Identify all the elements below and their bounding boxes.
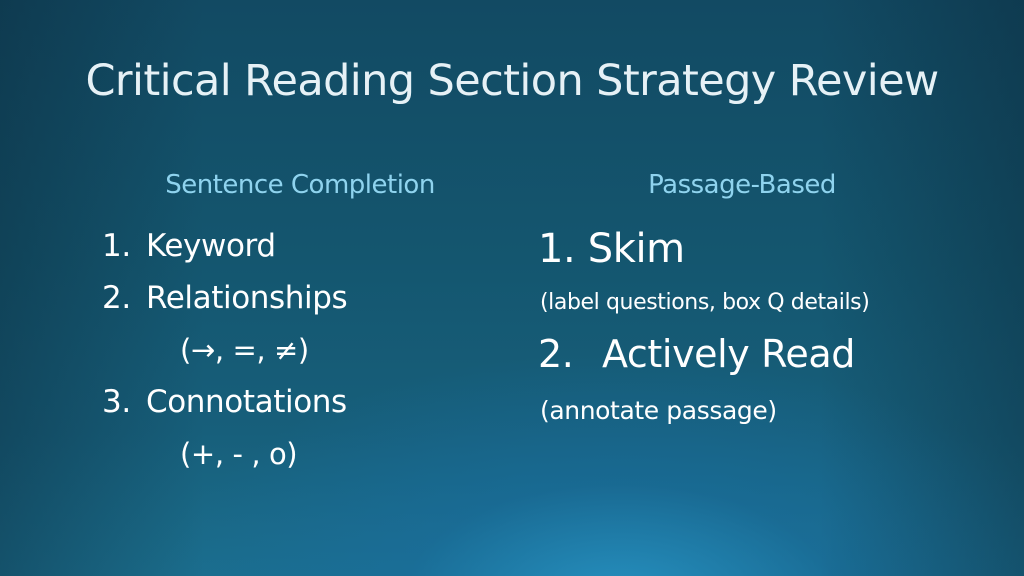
skim-detail: (label questions, box Q details)	[540, 290, 870, 315]
list-item-actively-read: 2. Actively Read	[538, 332, 855, 376]
list-item-text: Connotations	[146, 384, 347, 420]
list-item-number: 2.	[538, 332, 574, 376]
connotations-symbols: (+, - , o)	[180, 437, 298, 471]
list-item-text: Relationships	[146, 280, 348, 316]
list-item-skim: 1. Skim	[538, 226, 685, 272]
list-item-number: 1.	[102, 228, 131, 264]
list-item-number: 1.	[538, 226, 576, 272]
list-item-number: 3.	[102, 384, 131, 420]
actively-read-detail: (annotate passage)	[540, 396, 777, 425]
list-item-keyword: 1. Keyword	[102, 228, 276, 264]
relationships-symbols: (→, =, ≠)	[180, 333, 309, 367]
list-item-connotations: 3. Connotations	[102, 384, 347, 420]
slide-title: Critical Reading Section Strategy Review	[85, 56, 939, 106]
list-item-text: Keyword	[146, 228, 276, 264]
list-item-relationships: 2. Relationships	[102, 280, 348, 316]
list-item-text: Actively Read	[602, 332, 855, 376]
passage-based-heading: Passage-Based	[648, 170, 836, 200]
sentence-completion-heading: Sentence Completion	[165, 170, 435, 200]
list-item-text: Skim	[587, 226, 685, 272]
list-item-number: 2.	[102, 280, 131, 316]
